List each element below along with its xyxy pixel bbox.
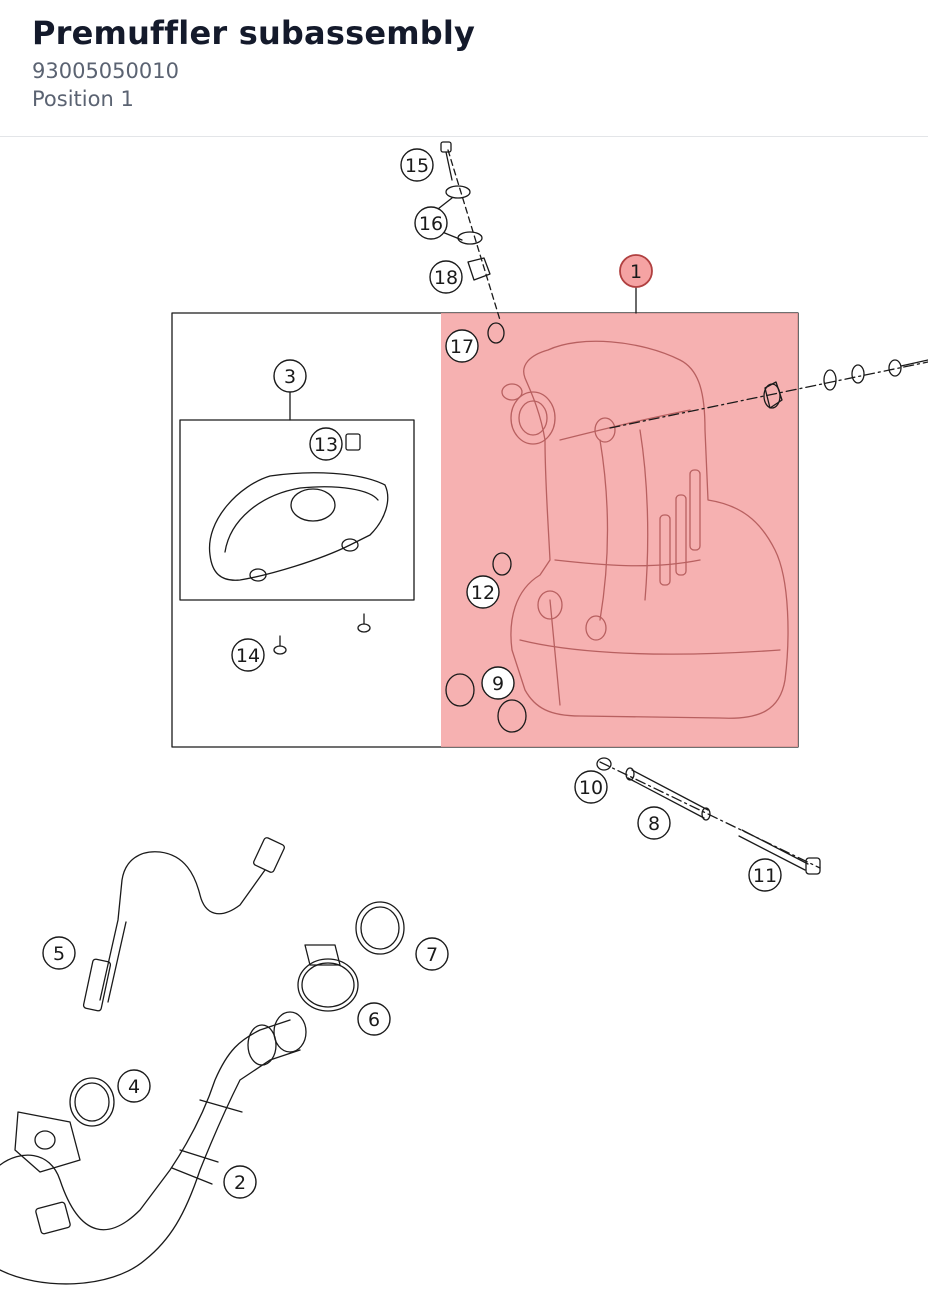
- subassembly-box-3: [179, 419, 415, 601]
- sleeve-8: [625, 767, 711, 821]
- premuffler-body: [501, 340, 789, 719]
- callout-13[interactable]: 13: [309, 427, 343, 461]
- svg-text:9: 9: [492, 673, 504, 695]
- nut-13: [345, 433, 361, 451]
- clamp-6: [297, 944, 359, 1012]
- sleeve-7: [355, 901, 405, 955]
- lambda-sensor: [82, 837, 285, 1012]
- callout-9[interactable]: 9: [481, 666, 515, 700]
- gasket-4: [69, 1077, 115, 1127]
- header-pipe: [0, 1011, 307, 1285]
- grommet-9b: [497, 699, 527, 733]
- callout-15[interactable]: 15: [400, 148, 434, 182]
- svg-text:10: 10: [579, 777, 603, 799]
- parts-diagram: 1 2 3 4 5 6 7 8: [0, 141, 928, 1285]
- callout-8[interactable]: 8: [637, 806, 671, 840]
- callout-18[interactable]: 18: [429, 260, 463, 294]
- grommet-17: [487, 322, 505, 344]
- svg-text:18: 18: [434, 267, 458, 289]
- callout-6[interactable]: 6: [357, 1002, 391, 1036]
- part-number: 93005050010: [32, 59, 179, 83]
- svg-text:14: 14: [236, 645, 260, 667]
- svg-text:1: 1: [630, 261, 642, 283]
- callout-14[interactable]: 14: [231, 638, 265, 672]
- position-label: Position 1: [32, 87, 134, 111]
- callout-3[interactable]: 3: [273, 359, 307, 393]
- callout-7[interactable]: 7: [415, 937, 449, 971]
- axis-line-right: [609, 361, 928, 429]
- callout-1[interactable]: 1: [619, 254, 653, 288]
- svg-text:7: 7: [426, 944, 438, 966]
- callout-17[interactable]: 17: [445, 329, 479, 363]
- callout-4[interactable]: 4: [117, 1069, 151, 1103]
- screw-14: [273, 613, 371, 655]
- svg-text:13: 13: [314, 434, 338, 456]
- page-title: Premuffler subassembly: [32, 14, 476, 52]
- svg-text:3: 3: [284, 366, 296, 388]
- svg-text:8: 8: [648, 813, 660, 835]
- washer-16-top: [445, 185, 471, 199]
- svg-text:2: 2: [234, 1172, 246, 1194]
- callout-16[interactable]: 16: [414, 206, 448, 240]
- washer-10: [596, 757, 612, 771]
- svg-text:4: 4: [128, 1076, 140, 1098]
- bolt-11: [738, 829, 821, 875]
- svg-text:5: 5: [53, 943, 65, 965]
- svg-text:12: 12: [471, 582, 495, 604]
- svg-text:17: 17: [450, 336, 474, 358]
- svg-text:11: 11: [753, 865, 777, 887]
- bolt-15: [440, 141, 453, 181]
- axis-line-top: [447, 149, 501, 321]
- page-header: Premuffler subassembly 93005050010 Posit…: [0, 0, 928, 137]
- svg-text:6: 6: [368, 1009, 380, 1031]
- callout-5[interactable]: 5: [42, 936, 76, 970]
- right-hardware: [763, 359, 928, 409]
- clip-18: [467, 257, 491, 281]
- callout-11[interactable]: 11: [748, 858, 782, 892]
- svg-text:16: 16: [419, 213, 443, 235]
- washer-16-bottom: [457, 231, 483, 245]
- callout-10[interactable]: 10: [574, 770, 608, 804]
- svg-text:15: 15: [405, 155, 429, 177]
- callout-12[interactable]: 12: [466, 575, 500, 609]
- grommet-12: [492, 552, 512, 576]
- callout-2[interactable]: 2: [223, 1165, 257, 1199]
- heat-shield: [208, 472, 389, 582]
- grommet-9a: [445, 673, 475, 707]
